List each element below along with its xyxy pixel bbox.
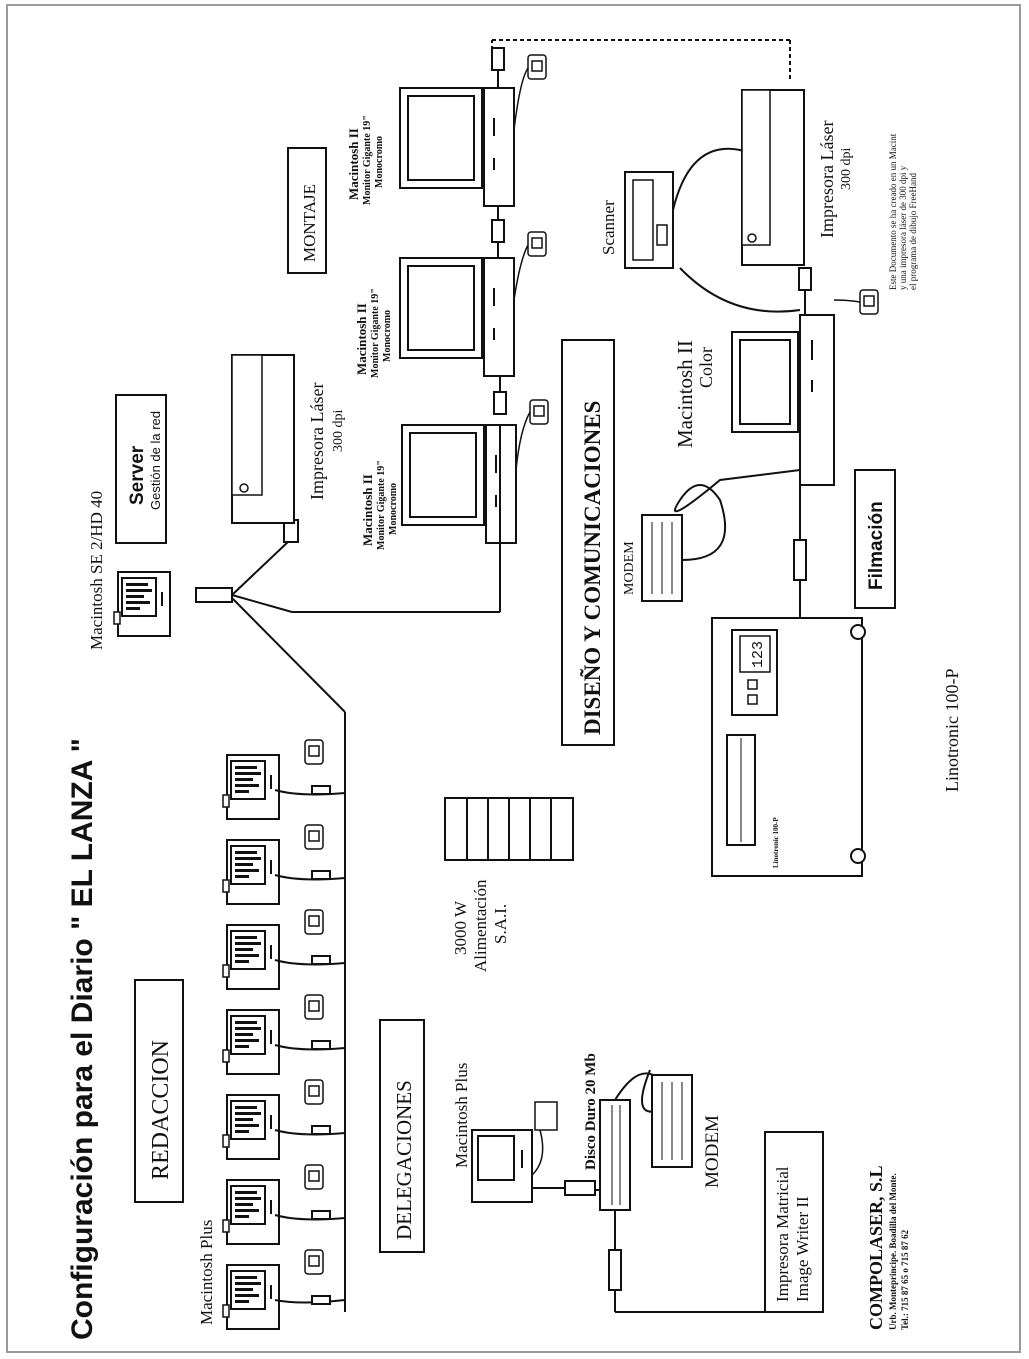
mac2-color-label: Macintosh II bbox=[673, 340, 697, 448]
company-phone: Tel.: 715 87 65 o 715 87 62 bbox=[900, 1229, 910, 1330]
diagram-title: Configuración para el Diario " EL LANZA … bbox=[66, 738, 99, 1340]
filmacion-label: Filmación bbox=[866, 501, 887, 590]
note-line-3: el programa de dibujo FreeHand bbox=[908, 173, 918, 290]
modem-diseno-label: MODEM bbox=[622, 541, 637, 595]
company-block: COMPOLASER, S.L Urb. Monteprincipe. Boad… bbox=[866, 1165, 910, 1330]
linotronic-display: 123 bbox=[750, 641, 767, 668]
impresora-matricial: Impresora Matricial Image Writer II bbox=[764, 1131, 824, 1313]
laser-printer-1: Impresora Láser 300 dpi bbox=[231, 354, 346, 524]
mac2-2-label: Macintosh II bbox=[354, 303, 369, 375]
disco-duro: Disco Duro 20 Mb bbox=[583, 1053, 671, 1211]
macintosh-plus-label: Macintosh Plus bbox=[197, 1220, 216, 1325]
macintosh-plus-deleg: Macintosh Plus bbox=[452, 1063, 596, 1203]
linotronic-label: Linotronic 100-P bbox=[942, 669, 962, 793]
redaccion-box: REDACCION bbox=[134, 979, 184, 1203]
mac2-workstation-2: Macintosh II Monitor Gigante 19" Monocro… bbox=[354, 231, 547, 378]
modem-deleg-label: MODEM bbox=[702, 1115, 723, 1188]
server-label: Server bbox=[127, 445, 148, 505]
redaccion-label: REDACCION bbox=[148, 1040, 174, 1180]
laser-printer-1-label: Impresora Láser bbox=[307, 383, 327, 500]
linotronic: 123 Linotronic 100-P Linotronic 100-P bbox=[711, 617, 962, 877]
scanner-label: Scanner bbox=[599, 200, 618, 255]
document-note: Este Documento se ha creado en un Macint… bbox=[888, 133, 918, 290]
sai-alimentacion: Alimentación bbox=[471, 879, 490, 972]
scanner: Scanner bbox=[599, 147, 801, 313]
server-sub-label: Gestión de la red bbox=[148, 411, 163, 510]
mac2-1-monitor: Monitor Gigante 19" bbox=[376, 460, 387, 550]
macintosh-se-label: Macintosh SE 2/HD 40 bbox=[87, 491, 106, 650]
mac2-color-sub: Color bbox=[696, 347, 716, 388]
macintosh-se: Macintosh SE 2/HD 40 bbox=[87, 491, 171, 650]
mac2-workstation-3: Macintosh II Monitor Gigante 19" Monocro… bbox=[346, 54, 547, 207]
montaje-label: MONTAJE bbox=[300, 184, 319, 262]
matricial-label-2: Image Writer II bbox=[793, 1196, 812, 1302]
server-box: Server Gestión de la red bbox=[115, 394, 167, 544]
company-address: Urb. Monteprincipe. Boadilla del Monte. bbox=[888, 1173, 898, 1330]
linotronic-small-label: Linotronic 100-P bbox=[772, 817, 780, 868]
matricial-link bbox=[608, 1210, 765, 1313]
mac2-color: Macintosh II Color bbox=[673, 289, 879, 486]
matricial-label-1: Impresora Matricial bbox=[773, 1166, 792, 1302]
macintosh-plus-deleg-label: Macintosh Plus bbox=[452, 1063, 471, 1168]
redaccion-computers bbox=[222, 754, 280, 1330]
delegaciones-label: DELEGACIONES bbox=[392, 1080, 416, 1240]
mac2-2-monitor: Monitor Gigante 19" bbox=[370, 288, 381, 378]
delegaciones-box: DELEGACIONES bbox=[379, 1019, 425, 1253]
mac2-workstation-1: Macintosh II Monitor Gigante 19" Monocro… bbox=[360, 399, 549, 550]
laser-printer-2: Impresora Láser 300 dpi bbox=[741, 89, 854, 315]
modem-deleg: MODEM bbox=[651, 1074, 723, 1188]
note-line-2: y una impresora láser de 300 dpi y bbox=[898, 165, 908, 290]
redaccion-mice bbox=[304, 739, 324, 1275]
mac2-1-mono: Monocromo bbox=[388, 483, 399, 535]
company-name: COMPOLASER, S.L bbox=[866, 1165, 886, 1330]
mac2-3-monitor: Monitor Gigante 19" bbox=[362, 115, 373, 205]
montaje-box: MONTAJE bbox=[287, 147, 327, 274]
disco-duro-label: Disco Duro 20 Mb bbox=[583, 1053, 599, 1170]
note-line-1: Este Documento se ha creado en un Macint bbox=[888, 133, 898, 290]
filmacion-link bbox=[793, 485, 807, 618]
filmacion-box: Filmación bbox=[854, 469, 896, 609]
diseno-label: DISEÑO Y COMUNICACIONES bbox=[580, 401, 605, 735]
sai-label: S.A.I. bbox=[491, 904, 510, 944]
laser-printer-2-dpi: 300 dpi bbox=[839, 148, 854, 191]
laser-printer-1-dpi: 300 dpi bbox=[331, 410, 346, 453]
sai-unit: 3000 W Alimentación S.A.I. bbox=[444, 797, 574, 972]
mac2-1-label: Macintosh II bbox=[360, 474, 375, 546]
modem-diseno: MODEM bbox=[622, 469, 801, 602]
montaje-links bbox=[491, 39, 791, 545]
mac2-3-label: Macintosh II bbox=[346, 128, 361, 200]
sai-power: 3000 W bbox=[451, 900, 470, 955]
diseno-box: DISEÑO Y COMUNICACIONES bbox=[561, 339, 615, 746]
laser-printer-2-label: Impresora Láser bbox=[817, 121, 837, 238]
mac2-2-mono: Monocromo bbox=[382, 310, 393, 362]
mac2-3-mono: Monocromo bbox=[374, 136, 385, 188]
